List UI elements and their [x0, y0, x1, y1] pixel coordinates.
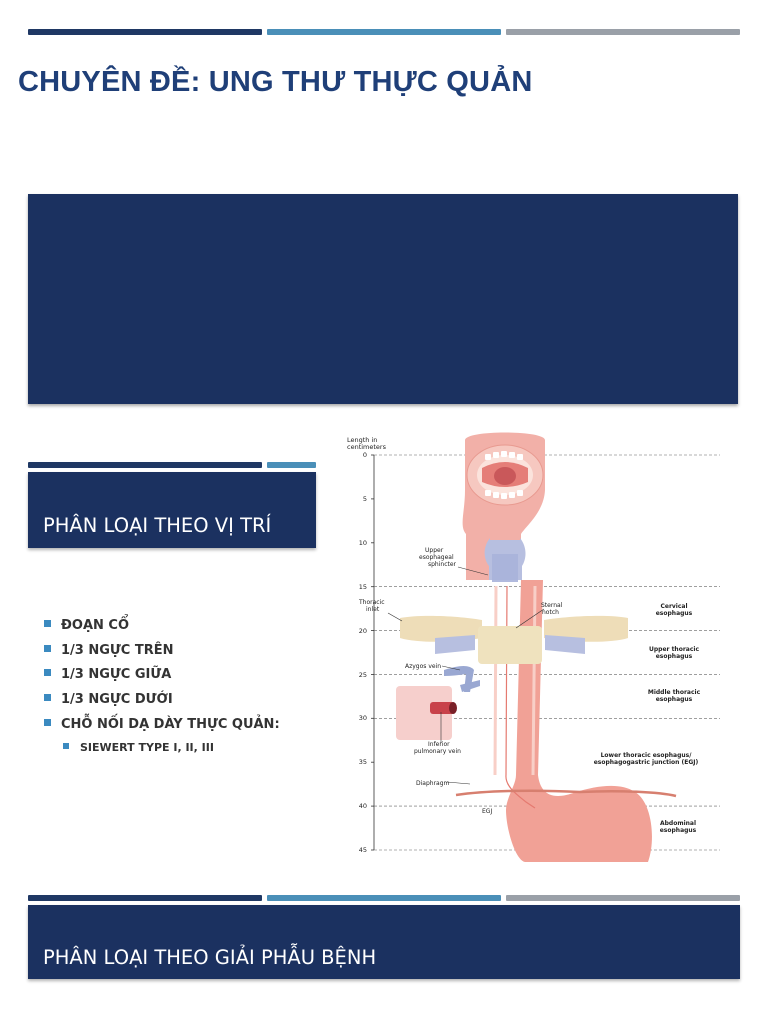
svg-text:Length in: Length in — [347, 436, 377, 444]
list-item: 1/3 NGỰC GIỮA — [44, 663, 280, 688]
inferior-pulmonary-vein — [430, 702, 457, 714]
svg-text:inlet: inlet — [366, 606, 380, 613]
top-accent-bar-grey — [506, 29, 740, 35]
svg-text:Middle thoracic: Middle thoracic — [648, 689, 701, 696]
anatomy-labels: Upper esophageal sphincter Thoracic inle… — [358, 547, 563, 815]
tick-label: 0 — [363, 451, 367, 459]
svg-text:Upper thoracic: Upper thoracic — [649, 646, 699, 653]
svg-text:Abdominal: Abdominal — [660, 820, 696, 827]
svg-text:esophagogastric junction (EGJ): esophagogastric junction (EGJ) — [594, 759, 699, 766]
section-pathology-header: PHÂN LOẠI THEO GIẢI PHẪU BỆNH — [28, 905, 740, 979]
list-item: 1/3 NGỰC TRÊN — [44, 639, 280, 664]
svg-text:Sternal: Sternal — [541, 602, 563, 609]
svg-text:esophagus: esophagus — [656, 610, 693, 617]
bullet-icon — [44, 620, 51, 627]
tick-label: 10 — [359, 539, 367, 547]
tick-label: 35 — [359, 758, 367, 766]
svg-text:centimeters: centimeters — [347, 443, 387, 451]
location-list: ĐOẠN CỔ 1/3 NGỰC TRÊN 1/3 NGỰC GIỮA 1/3 … — [44, 614, 280, 758]
svg-text:Inferior: Inferior — [428, 741, 450, 748]
top-accent-bar-navy — [28, 29, 262, 35]
section-location-header: PHÂN LOẠI THEO VỊ TRÍ — [28, 472, 316, 548]
azygos-vein — [444, 666, 480, 692]
section-location-title: PHÂN LOẠI THEO VỊ TRÍ — [43, 514, 272, 537]
list-item: CHỖ NỐI DẠ DÀY THỰC QUẢN: — [44, 713, 280, 738]
svg-text:Thoracic: Thoracic — [358, 599, 385, 606]
svg-text:Cervical: Cervical — [660, 603, 687, 610]
tick-label: 15 — [359, 583, 367, 591]
list-item: 1/3 NGỰC DƯỚI — [44, 688, 280, 713]
bullet-icon — [63, 742, 69, 749]
svg-text:sphincter: sphincter — [428, 561, 457, 568]
svg-text:esophageal: esophageal — [419, 554, 454, 561]
depth-ticks: 0 5 10 15 20 25 30 35 40 45 — [359, 451, 374, 854]
svg-text:Azygos vein: Azygos vein — [405, 663, 441, 670]
clavicles — [400, 615, 628, 664]
svg-text:notch: notch — [542, 609, 559, 616]
svg-text:Lower thoracic esophagus/: Lower thoracic esophagus/ — [601, 752, 693, 759]
section-location-accent-navy — [28, 462, 262, 468]
sub-list-item: SIEWERT TYPE I, II, III — [44, 738, 280, 758]
section-pathology-title: PHÂN LOẠI THEO GIẢI PHẪU BỆNH — [43, 946, 377, 969]
left-lung-tissue — [396, 686, 452, 740]
leader-lines — [387, 566, 545, 785]
svg-text:Upper: Upper — [425, 547, 444, 554]
bullet-icon — [44, 669, 51, 677]
section-pathology-accent-blue — [267, 895, 501, 901]
bullet-icon — [44, 694, 51, 702]
top-accent-bar-blue — [267, 29, 501, 35]
section-location-accent-blue — [267, 462, 316, 468]
tick-label: 5 — [363, 495, 367, 503]
svg-text:esophagus: esophagus — [656, 653, 693, 660]
svg-text:esophagus: esophagus — [660, 827, 697, 834]
diaphragm — [455, 789, 677, 798]
tick-label: 45 — [359, 846, 367, 854]
svg-text:esophagus: esophagus — [656, 696, 693, 703]
svg-text:EGJ: EGJ — [482, 808, 492, 815]
list-item: ĐOẠN CỔ — [44, 614, 280, 639]
esophagus-anatomy-diagram: Length in centimeters 0 5 10 15 20 25 30… — [347, 432, 720, 862]
section-pathology-accent-grey — [506, 895, 740, 901]
svg-text:pulmonary vein: pulmonary vein — [414, 748, 461, 755]
blank-title-block — [28, 194, 738, 404]
bullet-icon — [44, 718, 51, 726]
axis-label: Length in centimeters — [347, 436, 387, 451]
bullet-icon — [44, 644, 51, 652]
tick-label: 30 — [359, 714, 367, 722]
tick-label: 40 — [359, 802, 367, 810]
section-pathology-accent-navy — [28, 895, 262, 901]
tick-label: 20 — [359, 627, 367, 635]
tick-label: 25 — [359, 671, 367, 679]
page-title: CHUYÊN ĐỀ: UNG THƯ THỰC QUẢN — [18, 66, 533, 98]
region-labels: Cervical esophagus Upper thoracic esopha… — [594, 603, 701, 834]
svg-text:Diaphragm: Diaphragm — [416, 780, 450, 787]
